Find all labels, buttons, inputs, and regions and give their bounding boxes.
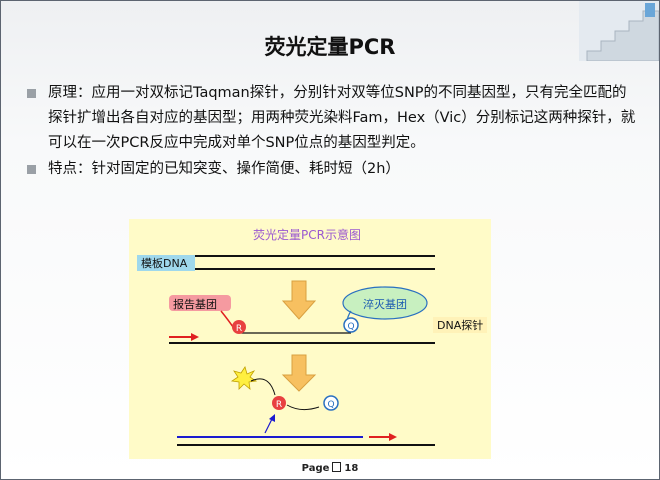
quencher-letter: Q [347,322,354,332]
quencher-dot-released [323,395,339,411]
bullet-text: 特点：针对固定的已知突变、操作简便、耗时短（2h） [48,161,400,177]
bullet-square-icon [27,165,36,174]
quencher-letter-released: Q [327,400,334,410]
quencher-dot [343,317,359,333]
quencher-label: 淬灭基团 [363,297,407,311]
page-number: 18 [344,463,359,474]
reporter-letter: R [236,324,242,334]
reporter-letter-released: R [276,400,282,410]
quencher-bubble [342,286,428,320]
probe-label-box [433,317,487,333]
reporter-label-box [169,295,231,311]
primer-arrowhead-1 [191,333,199,341]
starburst-icon [230,366,258,390]
footer-prefix: Page [301,463,330,474]
bullet-text: 原理：应用一对双标记Taqman探针，分别针对双等位SNP的不同基因型，只有完全… [48,85,636,151]
pcr-diagram: 荧光定量PCR示意图 模板DNA 报告基团 淬灭基团 R Q DNA探针 [129,219,491,459]
reporter-dot [232,320,246,334]
down-arrow-icon [281,280,317,320]
bullet-square-icon [27,89,36,98]
probe-label: DNA探针 [437,318,483,332]
page-footer: Page 18 [1,462,659,474]
bullet-item-principle: 原理：应用一对双标记Taqman探针，分别针对双等位SNP的不同基因型，只有完全… [27,81,637,156]
fragment-path [286,404,320,411]
template-label-box [137,255,195,271]
primer-arrowhead-2 [389,433,397,441]
bullet-item-features: 特点：针对固定的已知突变、操作简便、耗时短（2h） [27,157,637,182]
staircase-logo-icon [579,1,659,61]
footer-box-icon [332,462,342,472]
page-title: 荧光定量PCR [264,35,396,59]
release-path [250,378,276,396]
template-label: 模板DNA [141,256,188,270]
reporter-dot-released [272,396,286,410]
extension-arrowhead [269,414,275,422]
reporter-label: 报告基团 [173,297,217,311]
bullet-list: 原理：应用一对双标记Taqman探针，分别针对双等位SNP的不同基因型，只有完全… [27,81,637,183]
diagram-title: 荧光定量PCR示意图 [253,227,361,242]
down-arrow-icon [281,354,317,392]
